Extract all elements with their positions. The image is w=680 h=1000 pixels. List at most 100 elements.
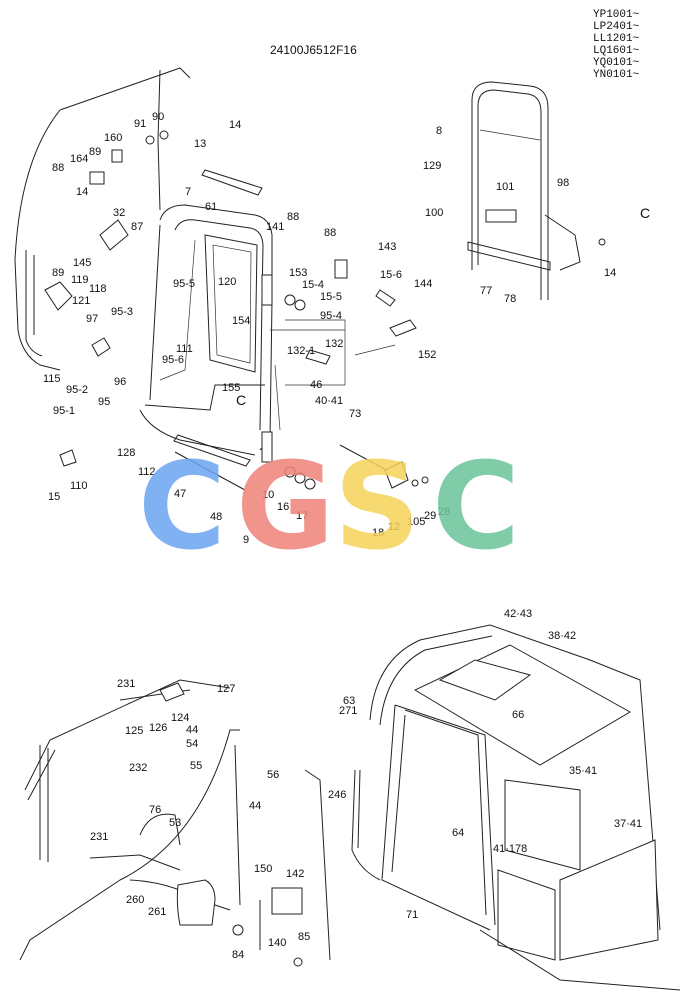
callouts-top-label: 14 [76, 186, 88, 198]
callouts-bottom-right-label: 35·41 [569, 765, 597, 777]
callouts-bottom-left-label: 140 [268, 937, 286, 949]
window-frame-drawing [467, 81, 606, 300]
callouts-top-label: 95-2 [66, 384, 88, 396]
callouts-window: 8 129 101 98 100 77 78 14 [423, 125, 616, 305]
callouts-top-label: 141 [266, 221, 284, 233]
callouts-bottom-left-label: 261 [148, 906, 166, 918]
callouts-top-label: 9 [243, 534, 249, 546]
callouts-bottom-right-label: 246 [328, 789, 346, 801]
callouts-top-label: 152 [418, 349, 436, 361]
callouts-bottom-left-label: 76 [149, 804, 161, 816]
callouts-top-label: 120 [218, 276, 236, 288]
callouts-top-label: 40·41 [315, 395, 343, 407]
callouts-window-label: 98 [557, 177, 569, 189]
callouts-window-label: 100 [425, 207, 443, 219]
callouts-top-label: 88 [52, 162, 64, 174]
callouts-bottom-left-label: 231 [117, 678, 135, 690]
callouts-top-label: 160 [104, 132, 122, 144]
drawing-title: 24100J6512F16 [270, 43, 357, 57]
callouts-top-label: 15-5 [320, 291, 342, 303]
callouts-bottom-left-label: 56 [267, 769, 279, 781]
watermark-letter: C [432, 438, 520, 577]
callouts-top-label: 46 [310, 379, 322, 391]
callouts-window-label: 77 [480, 285, 492, 297]
callouts-bottom-right-label: 42·43 [504, 608, 532, 620]
serial-3: LQ1601~ [593, 45, 640, 57]
detail-marker-c-right: C [640, 205, 650, 221]
callouts-top-label: 132-1 [287, 345, 315, 357]
watermark-letter: S [334, 438, 420, 577]
callouts-bottom-left-label: 44 [186, 724, 198, 736]
callouts-top-label: 17 [296, 510, 308, 522]
callouts-top-label: 95 [98, 396, 110, 408]
callouts-top-label: 105 [407, 516, 425, 528]
callouts-bottom-right-label: 71 [406, 909, 418, 921]
callouts-bottom-right-label: 38·42 [548, 630, 576, 642]
callouts-top-label: 95-4 [320, 310, 342, 322]
callouts-bottom-left-label: 232 [129, 762, 147, 774]
callouts-top-label: 154 [232, 315, 250, 327]
callouts-top-label: 128 [117, 447, 135, 459]
callouts-window-label: 14 [604, 267, 616, 279]
callouts-bottom-left-label: 53 [169, 817, 181, 829]
callouts-top-label: 155 [222, 382, 240, 394]
callouts-top-label: 143 [378, 241, 396, 253]
callouts-top-label: 145 [73, 257, 91, 269]
callouts-bottom-right-label: 271 [339, 705, 357, 717]
callouts-bottom-left-label: 55 [190, 760, 202, 772]
callouts-top-label: 95-5 [173, 278, 195, 290]
callouts-window-label: 101 [496, 181, 514, 193]
callouts-top-label: 48 [210, 511, 222, 523]
callouts-top-label: 28 [438, 506, 450, 518]
callouts-bottom-right-label: 64 [452, 827, 464, 839]
callouts-bottom-left-label: 231 [90, 831, 108, 843]
callouts-window-label: 129 [423, 160, 441, 172]
callouts-top-label: 95-6 [162, 354, 184, 366]
callouts-bottom-left-label: 127 [217, 683, 235, 695]
callouts-top-label: 89 [89, 146, 101, 158]
callouts-top-label: 132 [325, 338, 343, 350]
callouts-top-label: 118 [89, 283, 107, 295]
detail-marker-c-door: C [236, 392, 246, 408]
callouts-bottom-left-label: 142 [286, 868, 304, 880]
callouts-bottom-left-label: 54 [186, 738, 198, 750]
callouts-bottom-right-label: 63 [343, 695, 355, 707]
cab-glass-drawing [351, 624, 680, 991]
callouts-top-label: 119 [71, 274, 89, 286]
callouts-bottom-left-label: 260 [126, 894, 144, 906]
callouts-top-label: 13 [194, 138, 206, 150]
callouts-top-label: 15-4 [302, 279, 324, 291]
serial-0: YP1001~ [593, 9, 640, 21]
callouts-top-label: 47 [174, 488, 186, 500]
callouts-window-label: 8 [436, 125, 442, 137]
callouts-bottom-right-label: 37·41 [614, 818, 642, 830]
serial-4: YQ0101~ [593, 57, 640, 69]
callouts-bottom-left-label: 85 [298, 931, 310, 943]
callouts-bottom-right-label: 41·178 [493, 843, 527, 855]
callouts-top-label: 27 [0, 0, 12, 3]
door-assembly-drawing [14, 67, 429, 491]
callouts-top-label: 16 [277, 501, 289, 513]
callouts-top-label: 14 [229, 119, 241, 131]
callouts-top-label: 110 [70, 480, 88, 492]
callouts-bottom-right-label: 66 [512, 709, 524, 721]
callouts-top-label: 32 [113, 207, 125, 219]
callouts-top-label: 15-6 [380, 269, 402, 281]
callouts-bottom-left-label: 125 [125, 725, 143, 737]
callouts-window-label: 78 [504, 293, 516, 305]
callouts-top-label: 7 [185, 186, 191, 198]
callouts-top-label: 87 [131, 221, 143, 233]
callouts-top-label: 144 [414, 278, 432, 290]
callouts-top-label: 12 [388, 521, 400, 533]
serial-1: LP2401~ [593, 21, 640, 33]
callouts-top-label: 73 [349, 408, 361, 420]
callouts-top-label: 90 [152, 111, 164, 123]
callouts-top-label: 115 [43, 373, 61, 385]
callouts-top-label: 10 [262, 489, 274, 501]
